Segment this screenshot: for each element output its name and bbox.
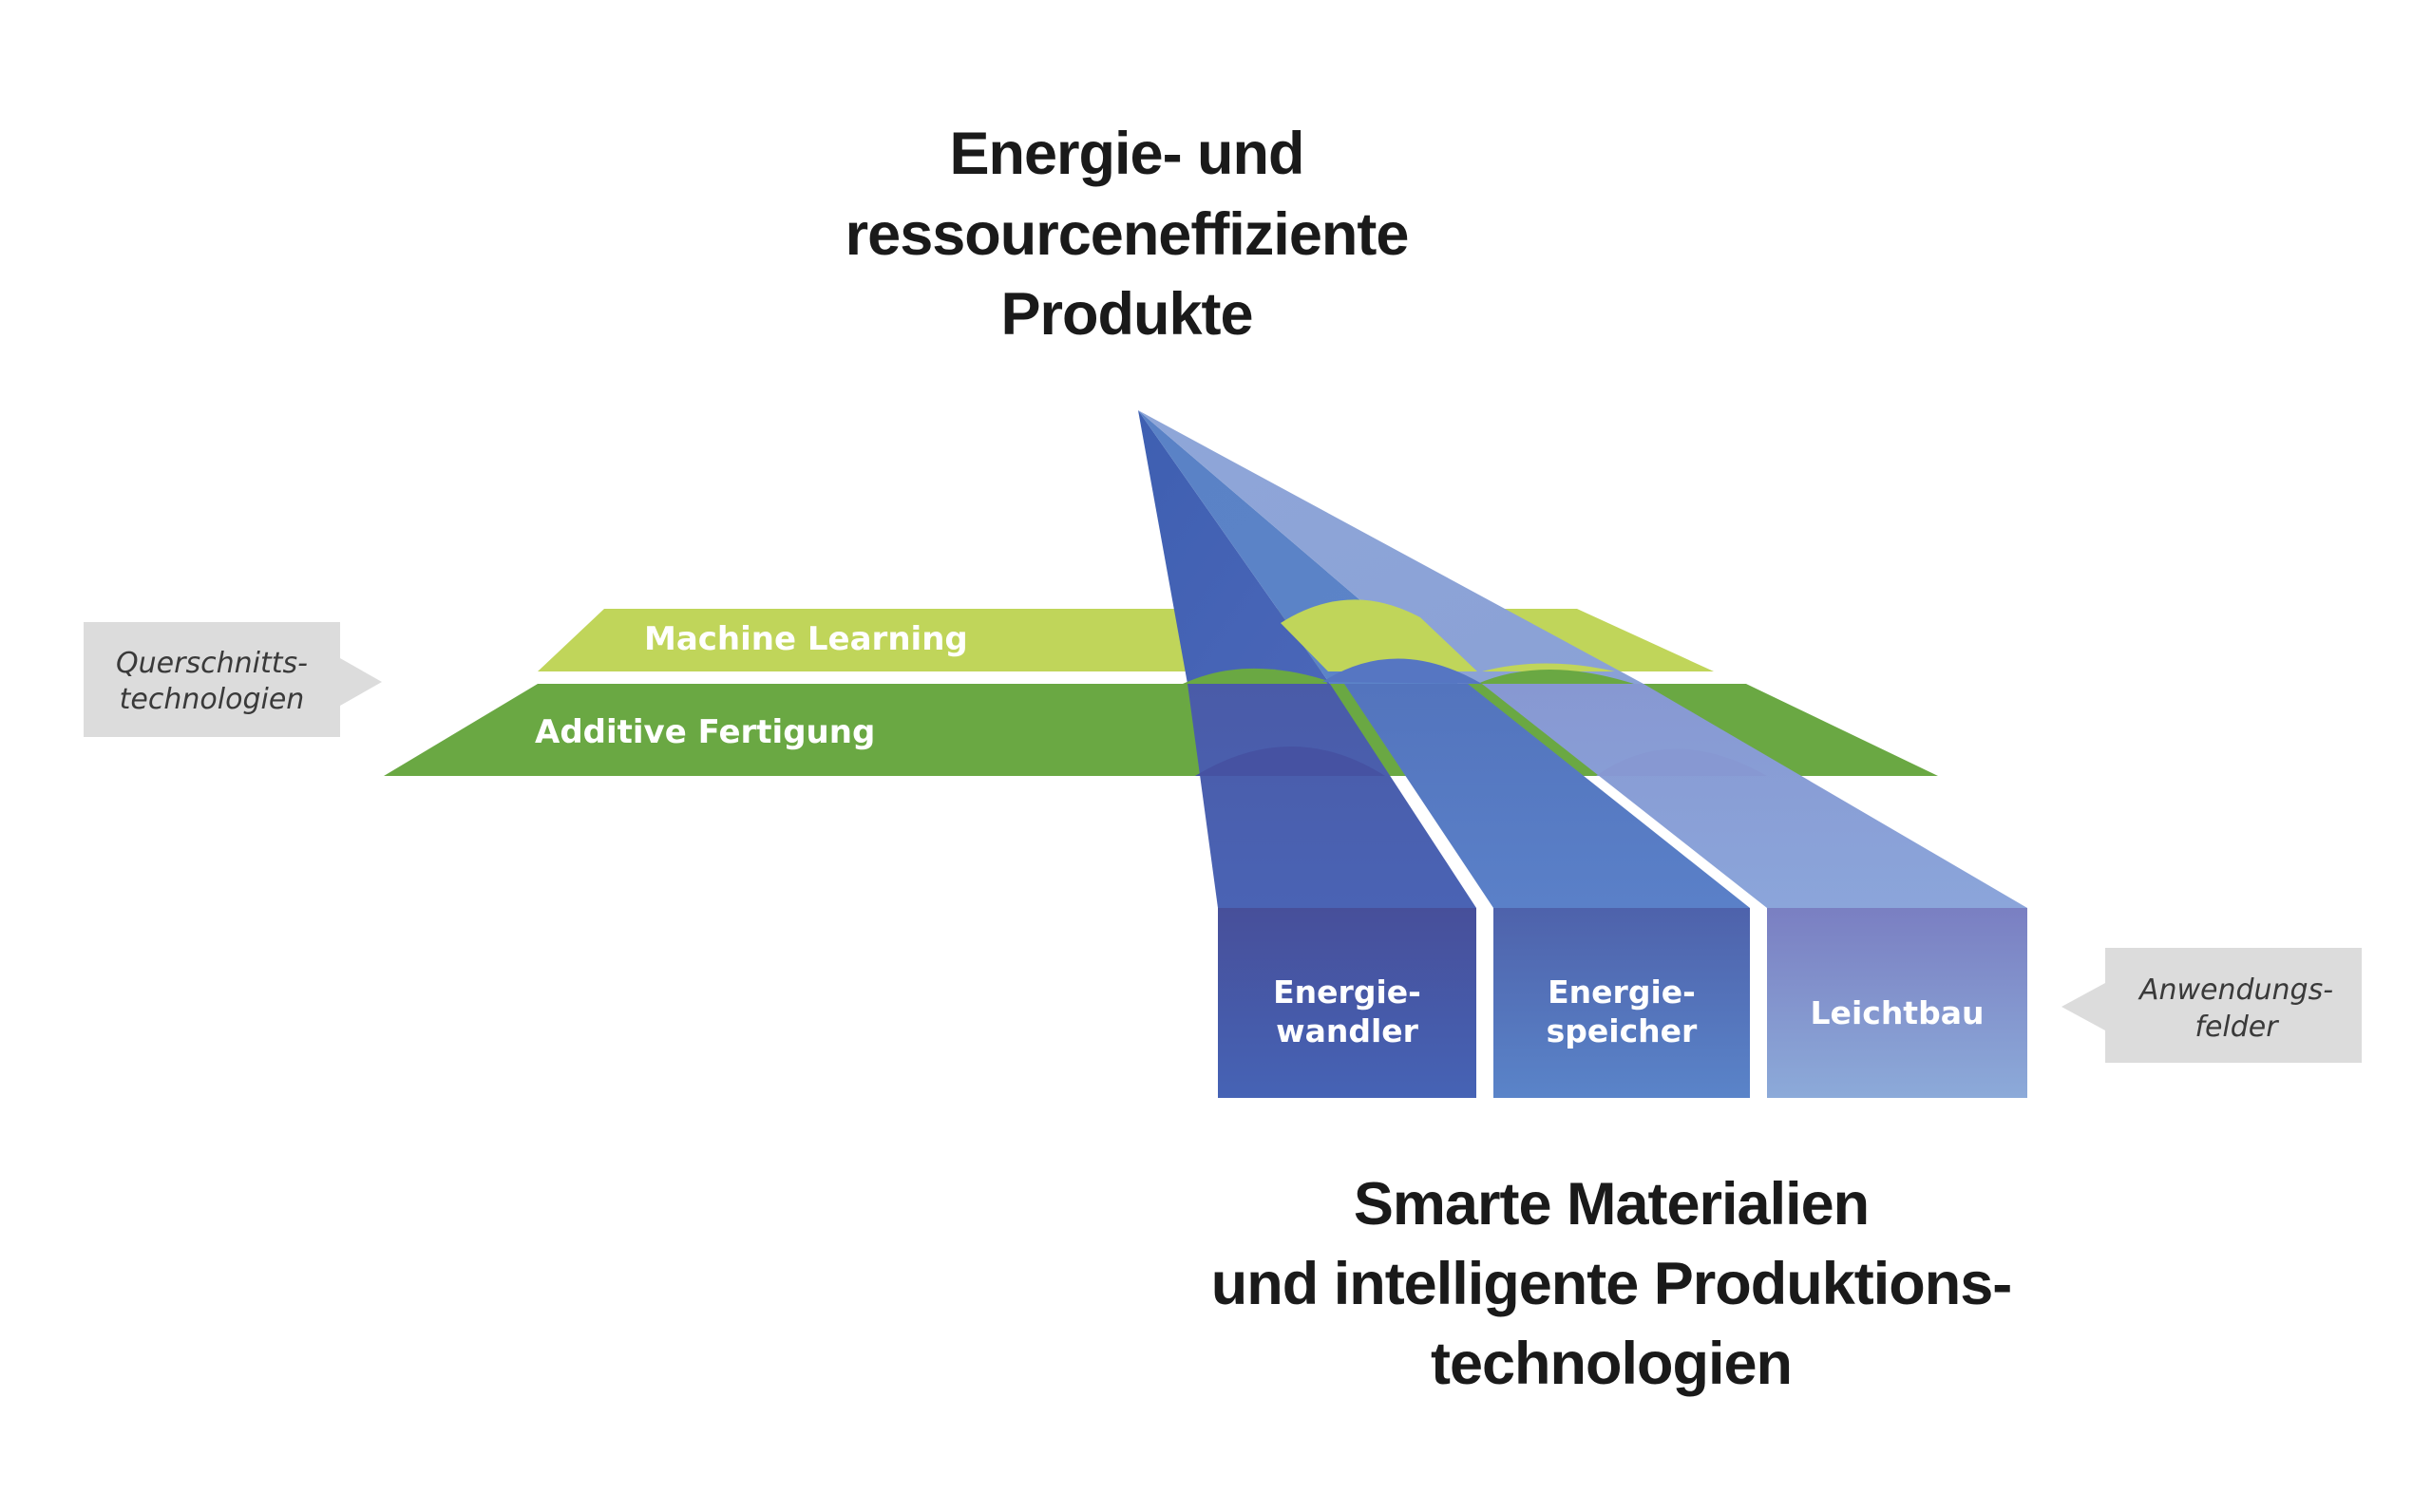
machine-learning-label: Machine Learning xyxy=(644,620,968,658)
top-title-line-3: Produkte xyxy=(1000,281,1252,348)
beam-1-arch xyxy=(1195,747,1385,776)
top-title-line-1: Energie- und xyxy=(949,121,1303,187)
top-title: Energie- und ressourceneffiziente Produk… xyxy=(846,121,1410,348)
callout-left-box xyxy=(84,622,382,737)
callout-right-line-2: felder xyxy=(2194,1011,2279,1044)
beam-3-lower xyxy=(1482,684,2027,908)
column-1-label: Energie- wandler xyxy=(1273,973,1421,1049)
bottom-title-line-3: technologien xyxy=(1431,1331,1792,1397)
beam-2-lower xyxy=(1344,684,1750,908)
column-2-label-line-2: speicher xyxy=(1547,1012,1698,1049)
column-2-label: Energie- speicher xyxy=(1547,973,1698,1049)
column-1-label-line-1: Energie- xyxy=(1273,973,1421,1011)
callout-left: Querschnitts- technologien xyxy=(84,622,382,737)
callout-right-box xyxy=(2062,948,2362,1063)
callout-right: Anwendungs- felder xyxy=(2062,948,2362,1063)
top-title-line-2: ressourceneffiziente xyxy=(846,201,1409,268)
column-2-face xyxy=(1493,908,1750,1098)
callout-left-line-1: Querschnitts- xyxy=(116,647,308,680)
column-1-label-line-2: wandler xyxy=(1276,1012,1419,1049)
ml-arch-left xyxy=(1281,599,1477,671)
ml-arch-right xyxy=(1482,663,1615,671)
callout-right-line-1: Anwendungs- xyxy=(2138,973,2333,1007)
column-2-label-line-1: Energie- xyxy=(1548,973,1696,1011)
beam-1-lower xyxy=(1188,684,1476,908)
callout-left-line-2: technologien xyxy=(120,683,305,716)
column-3-face xyxy=(1767,908,2027,1098)
bottom-title-line-2: und intelligente Produktions- xyxy=(1211,1251,2011,1317)
column-1-face xyxy=(1218,908,1476,1098)
additive-fertigung-label: Additive Fertigung xyxy=(535,713,875,751)
column-3-label: Leichtbau xyxy=(1811,994,1985,1031)
beam-3-upper xyxy=(1138,410,1644,684)
bottom-title: Smarte Materialien und intelligente Prod… xyxy=(1211,1171,2012,1397)
bottom-title-line-1: Smarte Materialien xyxy=(1354,1171,1869,1238)
beam-2-arch xyxy=(1322,658,1482,684)
column-3-label-line-1: Leichtbau xyxy=(1811,994,1985,1031)
beam-3-arch xyxy=(1596,748,1767,776)
